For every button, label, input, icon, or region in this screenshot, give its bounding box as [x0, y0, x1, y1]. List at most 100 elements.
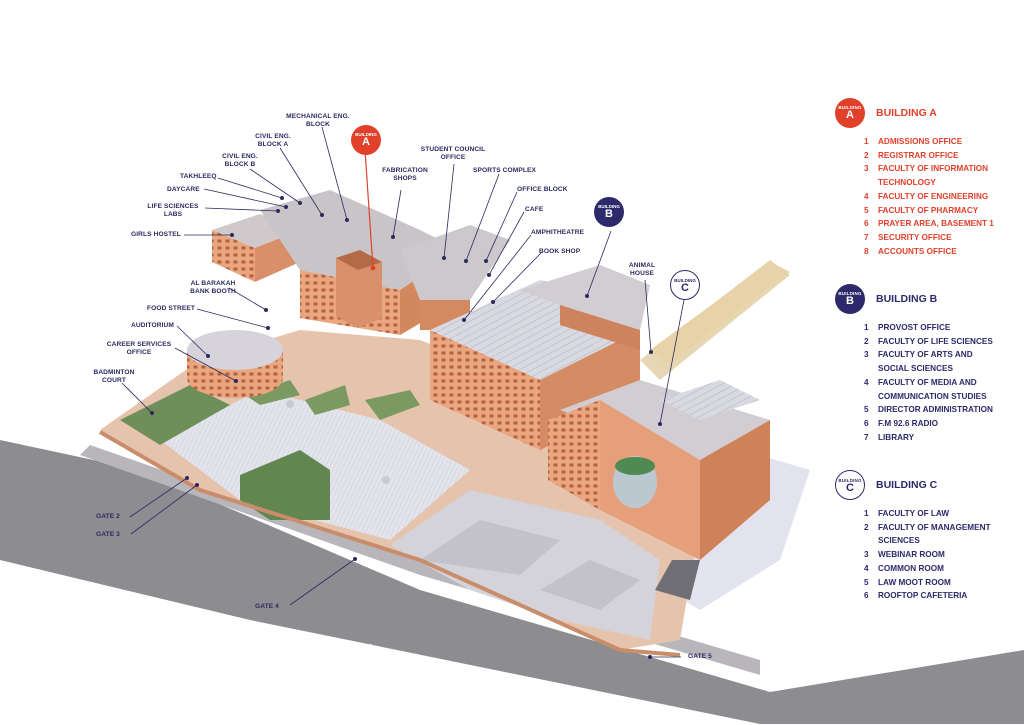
legend-item-number: 5: [864, 405, 869, 415]
label-gate-4: GATE 4: [255, 603, 279, 610]
sports-complex: [400, 225, 510, 300]
legend-item-number: 3: [864, 350, 869, 360]
building-a-tower: [336, 250, 382, 328]
legend-item-label: REGISTRAR OFFICE: [878, 150, 959, 160]
label-auditorium: AUDITORIUM: [131, 322, 175, 329]
legend-building-c-title: BUILDING C: [876, 479, 938, 491]
legend-item-label: FACULTY OF ENGINEERING: [878, 191, 989, 201]
label-sports-complex: SPORTS COMPLEX: [473, 167, 536, 174]
label-gate-2: GATE 2: [96, 513, 120, 520]
building-b-rear: [520, 265, 650, 330]
legend-item: 5 LAW MOOT ROOM: [864, 576, 1004, 590]
building-c-roof-panels: [660, 380, 760, 420]
label-fabrication-shops: FABRICATION SHOPS: [382, 167, 428, 182]
legend-building-b-header: BUILDING B BUILDING B: [835, 284, 1015, 316]
label-gate-3: GATE 3: [96, 531, 120, 538]
building-c-wall-left: [548, 400, 600, 510]
legend-item-label: LAW MOOT ROOM: [878, 577, 951, 587]
legend-building-a-title: BUILDING A: [876, 107, 937, 119]
green-lawn-3: [305, 385, 350, 415]
legend-item-number: 4: [864, 377, 869, 387]
label-badminton-court: BADMINTON COURT: [93, 369, 135, 384]
legend-item-number: 5: [864, 577, 869, 587]
legend-item-number: 4: [864, 563, 869, 573]
legend-item-label: COMMON ROOM: [878, 563, 944, 573]
legend-item-number: 7: [864, 232, 869, 242]
legend-item: 3 FACULTY OF ARTS AND SOCIAL SCIENCES: [864, 348, 1004, 375]
legend-item-label: FACULTY OF ARTS AND SOCIAL SCIENCES: [878, 350, 973, 374]
legend-item-number: 6: [864, 418, 869, 428]
label-mechanical-eng-block: MECHANICAL ENG. BLOCK: [286, 113, 350, 128]
legend-item-label: WEBINAR ROOM: [878, 550, 945, 560]
legend-item: 6 PRAYER AREA, BASEMENT 1: [864, 217, 1004, 231]
label-amphitheatre: AMPHITHEATRE: [531, 229, 585, 236]
label-animal-house: ANIMAL HOUSE: [628, 262, 656, 277]
east-path: [650, 262, 790, 365]
label-gate-5: GATE 5: [688, 653, 712, 660]
legend-item-label: FACULTY OF LIFE SCIENCES: [878, 336, 993, 346]
label-al-barakah-bank-booth: AL BARAKAH BANK BOOTH: [190, 280, 236, 295]
legend-item-label: ACCOUNTS OFFICE: [878, 246, 957, 256]
green-court: [120, 385, 230, 445]
map-building-b-badge[interactable]: BUILDING B: [594, 197, 624, 227]
label-civil-eng-block-a: CIVIL ENG. BLOCK A: [255, 133, 291, 148]
label-student-council-office: STUDENT COUNCIL OFFICE: [420, 146, 486, 161]
legend-item-number: 2: [864, 336, 869, 346]
legend-item-number: 3: [864, 550, 869, 560]
legend-item-number: 5: [864, 205, 869, 215]
legend-item-label: DIRECTOR ADMINISTRATION: [878, 405, 993, 415]
legend-building-b-list: 1 PROVOST OFFICE 2 FACULTY OF LIFE SCIENCES…: [864, 321, 1004, 444]
legend-item: 4 COMMON ROOM: [864, 562, 1004, 576]
green-lawn-4: [365, 390, 420, 420]
legend-item-number: 3: [864, 164, 869, 174]
legend-item-label: FACULTY OF MANAGEMENT SCIENCES: [878, 522, 991, 546]
legend-item: 4 FACULTY OF ENGINEERING: [864, 190, 1004, 204]
map-building-a-badge[interactable]: BUILDING A: [351, 125, 381, 155]
legend-item-number: 6: [864, 591, 869, 601]
legend-building-c-header: BUILDING C BUILDING C: [835, 470, 1015, 502]
label-girls-hostel: GIRLS HOSTEL: [131, 231, 181, 238]
legend-item: 8 ACCOUNTS OFFICE: [864, 245, 1004, 259]
legend-item-number: 7: [864, 432, 869, 442]
legend-item-number: 1: [864, 509, 869, 518]
legend-building-a-header: BUILDING A BUILDING A: [835, 98, 1015, 130]
label-civil-eng-block-b: CIVIL ENG. BLOCK B: [222, 153, 258, 168]
map-building-c-badge[interactable]: BUILDING C: [670, 270, 700, 300]
label-cafe: CAFE: [525, 206, 544, 213]
legend-item-number: 2: [864, 522, 869, 532]
legend-item-label: PRAYER AREA, BASEMENT 1: [878, 219, 994, 229]
legend-item-label: ROOFTOP CAFETERIA: [878, 591, 968, 601]
callout-lines: [121, 126, 685, 658]
legend-item: 3 FACULTY OF INFORMATION TECHNOLOGY: [864, 162, 1004, 189]
building-c-roof: [560, 380, 770, 460]
legend-item-label: FACULTY OF INFORMATION TECHNOLOGY: [878, 164, 989, 188]
legend-item: 3 WEBINAR ROOM: [864, 548, 1004, 562]
legend-item: 2 FACULTY OF LIFE SCIENCES: [864, 335, 1004, 349]
legend-building-c-badge: BUILDING C: [835, 470, 865, 500]
legend-item: 1 PROVOST OFFICE: [864, 321, 1004, 335]
legend-item-number: 1: [864, 137, 869, 146]
legend-item-label: PROVOST OFFICE: [878, 323, 951, 332]
legend-item: 2 FACULTY OF MANAGEMENT SCIENCES: [864, 521, 1004, 548]
legend-item: 6 ROOFTOP CAFETERIA: [864, 589, 1004, 603]
legend-item-number: 6: [864, 219, 869, 229]
legend-item-number: 1: [864, 323, 869, 332]
label-takhleeq: TAKHLEEQ: [180, 173, 217, 180]
legend-item-label: F.M 92.6 RADIO: [878, 418, 939, 428]
legend-item-number: 8: [864, 246, 869, 256]
legend-item-number: 4: [864, 191, 869, 201]
legend-item: 6 F.M 92.6 RADIO: [864, 417, 1004, 431]
girls-hostel-wall: [212, 230, 255, 282]
label-food-street: FOOD STREET: [147, 305, 195, 312]
legend-item: 5 DIRECTOR ADMINISTRATION: [864, 403, 1004, 417]
